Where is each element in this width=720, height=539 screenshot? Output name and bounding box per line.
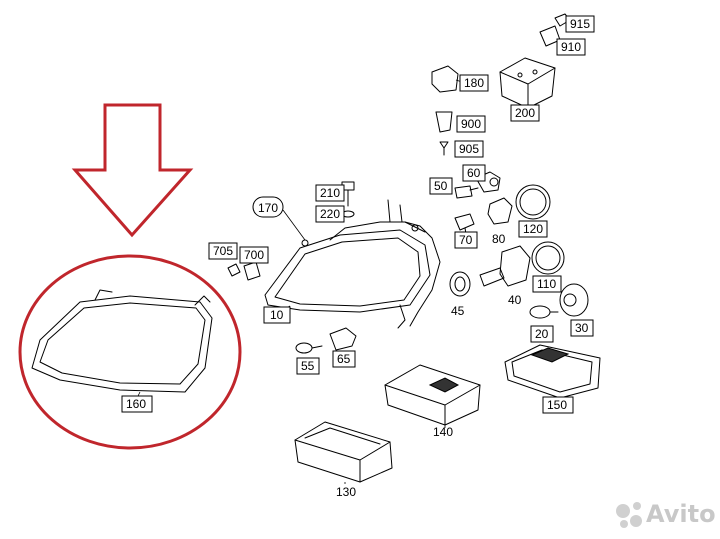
part-110-ring [531,241,565,275]
svg-text:220: 220 [320,207,340,221]
callout-70: 70 [454,231,478,249]
callout-140: 140 [433,425,453,439]
callout-10: 10 [263,306,291,324]
svg-text:60: 60 [467,166,481,180]
callout-65: 65 [332,350,356,368]
part-120-ring [515,184,551,220]
svg-text:110: 110 [537,277,556,291]
callout-910: 910 [556,38,586,56]
callout-80: 80 [492,232,506,246]
callout-20: 20 [530,325,554,343]
callout-705: 705 [208,242,238,260]
avito-dots-icon [616,502,642,528]
callout-50: 50 [429,177,453,195]
svg-text:45: 45 [451,304,465,318]
part-160-lens-frame [31,289,213,397]
svg-text:200: 200 [515,106,535,120]
callout-30: 30 [570,319,594,337]
part-80-socket [487,197,513,225]
callout-700: 700 [239,246,269,264]
part-40-xenon-bulb [479,245,531,287]
svg-text:910: 910 [561,40,581,54]
part-700-adjuster [243,261,261,281]
callout-55: 55 [296,357,320,375]
part-45-cap [449,271,471,297]
svg-text:705: 705 [213,244,233,258]
svg-text:150: 150 [547,398,567,412]
svg-text:900: 900 [461,117,481,131]
part-50-bulb [454,185,479,199]
svg-text:65: 65 [337,352,351,366]
svg-text:700: 700 [244,248,264,262]
part-70-bulb [454,213,475,235]
svg-text:210: 210 [320,186,340,200]
watermark: Avito [616,500,716,528]
part-65-socket [329,327,357,351]
svg-text:120: 120 [523,222,543,236]
part-55-bulb [295,342,323,354]
callout-130: 130 [336,485,356,499]
callout-110: 110 [532,275,562,293]
callout-160: 160 [121,395,153,413]
part-130-module [294,421,393,484]
svg-text:130: 130 [336,485,356,499]
callout-220: 220 [315,205,345,223]
part-905-screw [439,141,449,156]
callout-900: 900 [456,115,486,133]
watermark-text: Avito [646,500,716,528]
highlight-ellipse [18,254,242,450]
part-10-headlamp [264,199,441,329]
svg-text:180: 180 [464,76,484,90]
svg-text:160: 160 [126,397,146,411]
callout-180: 180 [459,74,489,92]
callout-915: 915 [565,15,595,33]
callout-170: 170 [252,196,306,241]
part-900-bracket [435,111,453,133]
svg-text:30: 30 [575,321,589,335]
svg-text:915: 915 [570,17,590,31]
callout-120: 120 [518,220,548,238]
callout-45: 45 [451,304,465,318]
part-150-ballast [504,344,601,400]
part-20-bulb [529,305,559,319]
callout-40: 40 [508,293,522,307]
part-200-module [499,57,556,109]
callout-60: 60 [462,164,486,182]
highlight-arrow [71,103,194,238]
svg-text:20: 20 [535,327,549,341]
svg-text:10: 10 [270,308,284,322]
svg-text:50: 50 [434,179,448,193]
part-705-clip [227,263,241,277]
svg-text:70: 70 [459,233,473,247]
part-30-socket [559,283,589,317]
callout-905: 905 [454,140,484,158]
part-140-control-unit [384,364,481,428]
svg-text:170: 170 [258,201,278,215]
svg-text:140: 140 [433,425,453,439]
svg-text:55: 55 [301,359,315,373]
callout-210: 210 [315,184,345,202]
svg-text:80: 80 [492,232,506,246]
callout-150: 150 [542,396,574,414]
callout-200: 200 [510,104,540,122]
svg-text:905: 905 [459,142,479,156]
part-180-actuator [431,65,463,93]
svg-text:40: 40 [508,293,522,307]
